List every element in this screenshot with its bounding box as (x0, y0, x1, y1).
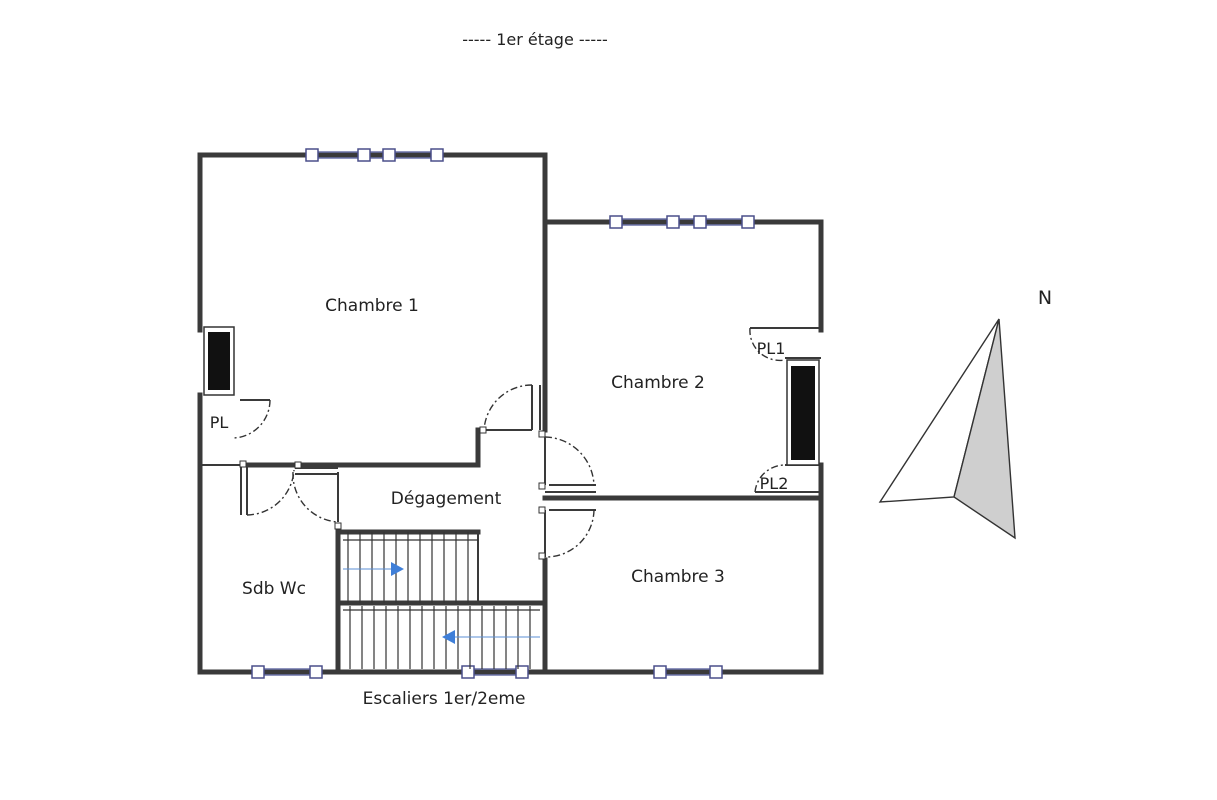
room-label-degagement: Dégagement (391, 489, 502, 509)
stair-arrow-up-head (391, 562, 404, 576)
floor-title: ----- 1er étage ----- (462, 30, 608, 49)
room-label-escaliers: Escaliers 1er/2eme (363, 689, 526, 709)
radiator-right-fill (791, 366, 815, 460)
room-label-chambre2: Chambre 2 (611, 373, 705, 393)
windows (251, 148, 755, 679)
closet-label-pl1: PL1 (757, 339, 786, 358)
room-label-chambre3: Chambre 3 (631, 567, 725, 587)
radiator-left-fill (208, 332, 230, 390)
doors (232, 327, 786, 560)
room-label-sdb: Sdb Wc (242, 579, 306, 599)
stairs (343, 532, 540, 669)
compass-north-label: N (1038, 287, 1052, 309)
closet-label-pl: PL (210, 413, 229, 432)
north-arrow-icon (878, 318, 1016, 540)
room-label-chambre1: Chambre 1 (325, 296, 419, 316)
stair-arrow-down-head (442, 630, 455, 644)
closet-label-pl2: PL2 (760, 474, 789, 493)
